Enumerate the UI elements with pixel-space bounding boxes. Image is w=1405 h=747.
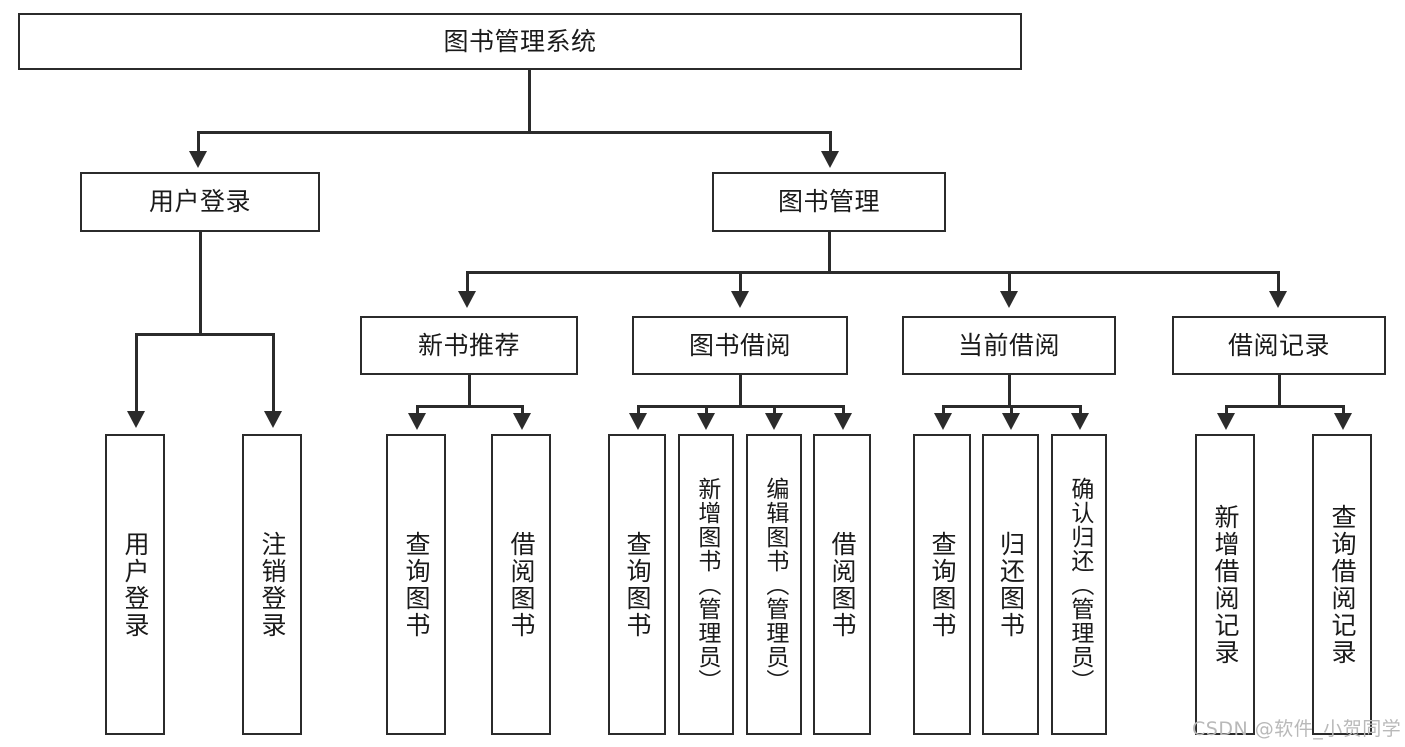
node-label: 新书推荐 (417, 330, 520, 360)
connector-current-borrow-stem (1008, 375, 1011, 407)
connector-user-login-leaf-2 (272, 333, 275, 413)
connector-book-borrow-bus (637, 405, 842, 408)
connector-to-current-borrow (1008, 271, 1011, 293)
connector-book-manage-bus (466, 271, 1278, 274)
node-label: 新增图书（管理员） (693, 476, 720, 693)
leaf-currentborrow-return-book[interactable]: 归还图书 (982, 434, 1039, 735)
node-label: 注销登录 (258, 530, 287, 639)
connector-to-new-book (466, 271, 469, 293)
connector-root-stem (528, 70, 531, 132)
arrow-to-book-borrow (731, 291, 749, 308)
node-label: 查询图书 (623, 530, 652, 639)
leaf-bookborrow-borrow-book[interactable]: 借阅图书 (813, 434, 871, 735)
node-label: 当前借阅 (957, 330, 1060, 360)
connector-to-book-borrow (739, 271, 742, 293)
node-borrow-record[interactable]: 借阅记录 (1172, 316, 1386, 375)
arrow-borrow-record-leaf-1 (1217, 413, 1235, 430)
arrow-user-login-leaf-1 (127, 411, 145, 428)
arrow-user-login-leaf-2 (264, 411, 282, 428)
connector-borrow-record-leaf-2 (1342, 405, 1345, 415)
connector-borrow-record-stem (1278, 375, 1281, 407)
csdn-watermark: CSDN @软件_小贺同学 (1192, 718, 1402, 740)
node-label: 借阅图书 (828, 530, 857, 639)
connector-new-book-bus (416, 405, 521, 408)
arrow-current-borrow-leaf-2 (1002, 413, 1020, 430)
arrow-book-borrow-leaf-3 (765, 413, 783, 430)
connector-book-borrow-leaf-1 (637, 405, 640, 415)
connector-book-borrow-stem (739, 375, 742, 407)
node-label: 确认归还（管理员） (1066, 476, 1093, 693)
arrow-current-borrow-leaf-1 (934, 413, 952, 430)
node-label: 借阅图书 (507, 530, 536, 639)
leaf-currentborrow-confirm-return-admin[interactable]: 确认归还（管理员） (1051, 434, 1107, 735)
node-current-borrow[interactable]: 当前借阅 (902, 316, 1116, 375)
connector-user-login-bus (135, 333, 272, 336)
node-label: 编辑图书（管理员） (761, 476, 788, 693)
connector-new-book-stem (468, 375, 471, 407)
connector-new-book-leaf-2 (521, 405, 524, 415)
connector-to-borrow-record (1277, 271, 1280, 293)
connector-borrow-record-bus (1225, 405, 1342, 408)
leaf-user-login[interactable]: 用户登录 (105, 434, 165, 735)
arrow-to-current-borrow (1000, 291, 1018, 308)
node-book-borrow[interactable]: 图书借阅 (632, 316, 848, 375)
node-label: 新增借阅记录 (1211, 503, 1240, 666)
node-root-system[interactable]: 图书管理系统 (18, 13, 1022, 70)
connector-book-borrow-leaf-4 (842, 405, 845, 415)
leaf-newbook-borrow-book[interactable]: 借阅图书 (491, 434, 551, 735)
node-label: 借阅记录 (1227, 330, 1330, 360)
node-new-book-recommend[interactable]: 新书推荐 (360, 316, 578, 375)
leaf-bookborrow-edit-book-admin[interactable]: 编辑图书（管理员） (746, 434, 802, 735)
node-label: 图书管理 (777, 187, 880, 217)
connector-borrow-record-leaf-1 (1225, 405, 1228, 415)
arrow-current-borrow-leaf-3 (1071, 413, 1089, 430)
connector-book-borrow-leaf-3 (773, 405, 776, 415)
node-label: 图书管理系统 (443, 26, 597, 56)
leaf-bookborrow-add-book-admin[interactable]: 新增图书（管理员） (678, 434, 734, 735)
node-label: 查询借阅记录 (1328, 503, 1357, 666)
arrow-borrow-record-leaf-2 (1334, 413, 1352, 430)
node-label: 查询图书 (928, 530, 957, 639)
arrow-new-book-leaf-1 (408, 413, 426, 430)
leaf-logout-login[interactable]: 注销登录 (242, 434, 302, 735)
connector-root-to-book-manage (829, 131, 832, 153)
arrow-root-to-user-login (189, 151, 207, 168)
leaf-bookborrow-query-book[interactable]: 查询图书 (608, 434, 666, 735)
connector-book-borrow-leaf-2 (705, 405, 708, 415)
node-book-manage[interactable]: 图书管理 (712, 172, 946, 232)
connector-root-to-user-login (197, 131, 200, 153)
leaf-currentborrow-query-book[interactable]: 查询图书 (913, 434, 971, 735)
arrow-new-book-leaf-2 (513, 413, 531, 430)
connector-book-manage-stem (828, 232, 831, 273)
arrow-book-borrow-leaf-4 (834, 413, 852, 430)
connector-current-borrow-leaf-1 (942, 405, 945, 415)
connector-new-book-leaf-1 (416, 405, 419, 415)
node-label: 图书借阅 (688, 330, 791, 360)
leaf-add-borrow-record[interactable]: 新增借阅记录 (1195, 434, 1255, 735)
connector-user-login-stem (199, 232, 202, 335)
node-label: 查询图书 (402, 530, 431, 639)
arrow-book-borrow-leaf-1 (629, 413, 647, 430)
connector-current-borrow-leaf-3 (1079, 405, 1082, 415)
node-label: 归还图书 (996, 530, 1026, 639)
connector-root-bus (197, 131, 831, 134)
leaf-query-borrow-record[interactable]: 查询借阅记录 (1312, 434, 1372, 735)
leaf-newbook-query-book[interactable]: 查询图书 (386, 434, 446, 735)
connector-current-borrow-leaf-2 (1010, 405, 1013, 415)
node-label: 用户登录 (121, 530, 150, 639)
node-user-login[interactable]: 用户登录 (80, 172, 320, 232)
arrow-to-new-book (458, 291, 476, 308)
arrow-book-borrow-leaf-2 (697, 413, 715, 430)
connector-user-login-leaf-1 (135, 333, 138, 413)
arrow-root-to-book-manage (821, 151, 839, 168)
arrow-to-borrow-record (1269, 291, 1287, 308)
node-label: 用户登录 (148, 187, 251, 217)
